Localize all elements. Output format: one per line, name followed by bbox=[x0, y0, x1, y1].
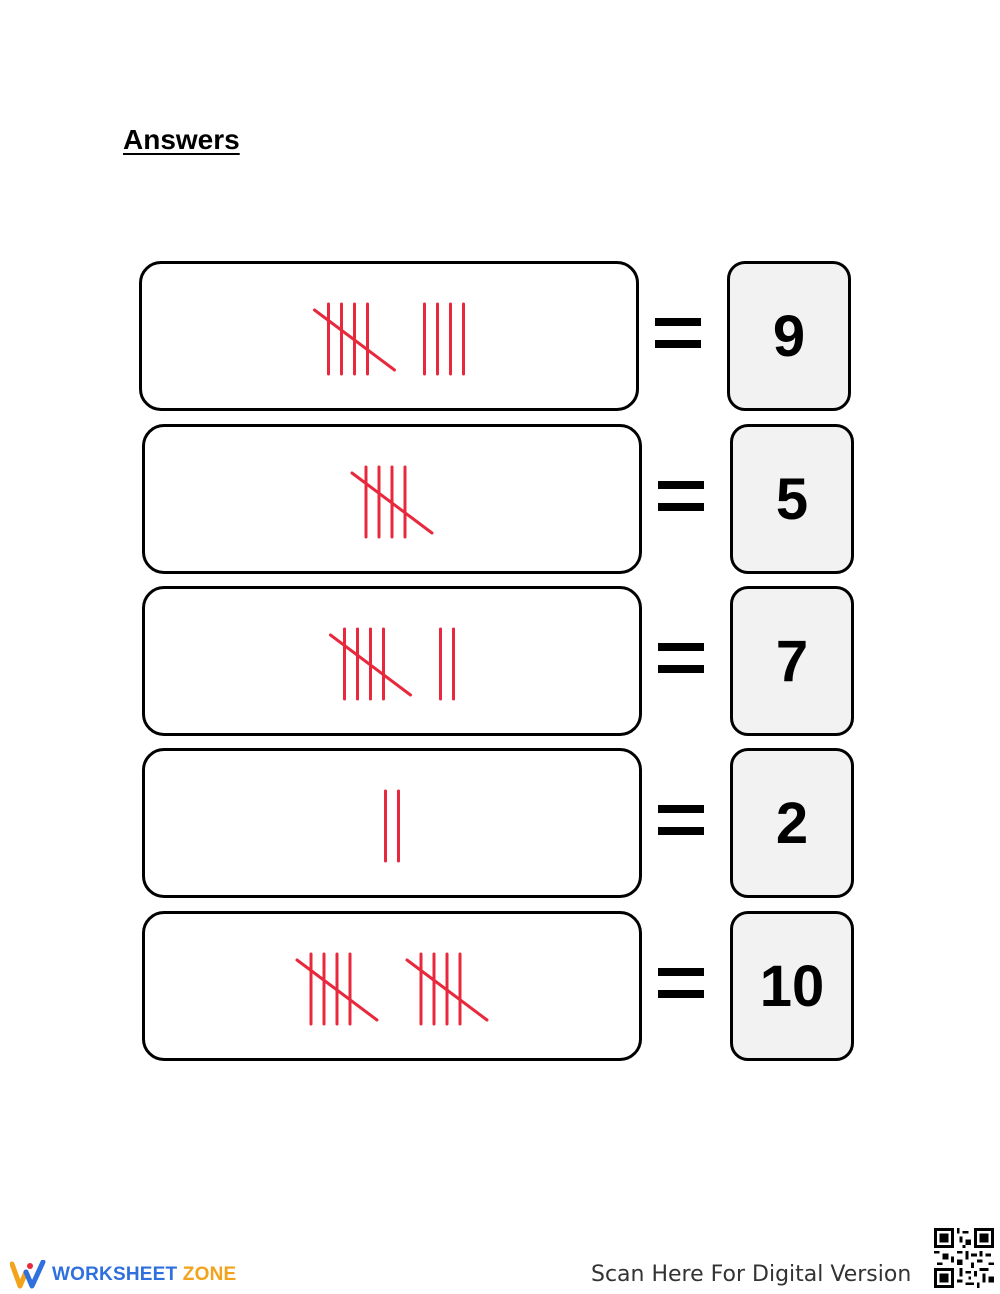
brand-logo[interactable]: WORKSHEET ZONE bbox=[10, 1258, 236, 1292]
brand-name: WORKSHEET ZONE bbox=[52, 1264, 236, 1286]
tally-box bbox=[142, 586, 642, 736]
tally-cross-stroke bbox=[295, 958, 379, 1022]
tally-box bbox=[142, 748, 642, 898]
tally-row-5: 10 bbox=[142, 911, 862, 1061]
scan-prompt: Scan Here For Digital Version bbox=[591, 1262, 912, 1287]
tally-box bbox=[142, 424, 642, 574]
answer-box: 5 bbox=[730, 424, 854, 574]
equals-sign bbox=[658, 641, 704, 675]
tally-box bbox=[139, 261, 639, 411]
tally-cross-stroke bbox=[313, 308, 396, 372]
tally-cross-stroke bbox=[350, 471, 434, 535]
qr-code-icon[interactable] bbox=[934, 1228, 994, 1288]
tally-box bbox=[142, 911, 642, 1061]
tally-cross-stroke bbox=[405, 958, 489, 1022]
answer-box: 9 bbox=[727, 261, 851, 411]
tally-marks bbox=[295, 952, 489, 1026]
tally-row-1: 9 bbox=[139, 261, 859, 411]
equals-sign bbox=[658, 479, 704, 513]
tally-cross-stroke bbox=[329, 633, 412, 697]
answer-box: 7 bbox=[730, 586, 854, 736]
tally-marks bbox=[384, 789, 400, 863]
worksheet-zone-logo-icon bbox=[10, 1260, 46, 1289]
tally-row-2: 5 bbox=[142, 424, 862, 574]
tally-marks bbox=[350, 465, 434, 539]
tally-row-4: 2 bbox=[142, 748, 862, 898]
equals-sign bbox=[658, 803, 704, 837]
equals-sign bbox=[655, 316, 701, 350]
equals-sign bbox=[658, 966, 704, 1000]
tally-marks bbox=[329, 627, 455, 701]
tally-row-3: 7 bbox=[142, 586, 862, 736]
brand-secondary: ZONE bbox=[182, 1264, 237, 1285]
brand-primary: WORKSHEET bbox=[52, 1264, 178, 1285]
page-title: Answers bbox=[123, 124, 240, 155]
answer-box: 10 bbox=[730, 911, 854, 1061]
answer-box: 2 bbox=[730, 748, 854, 898]
tally-marks bbox=[313, 302, 465, 376]
